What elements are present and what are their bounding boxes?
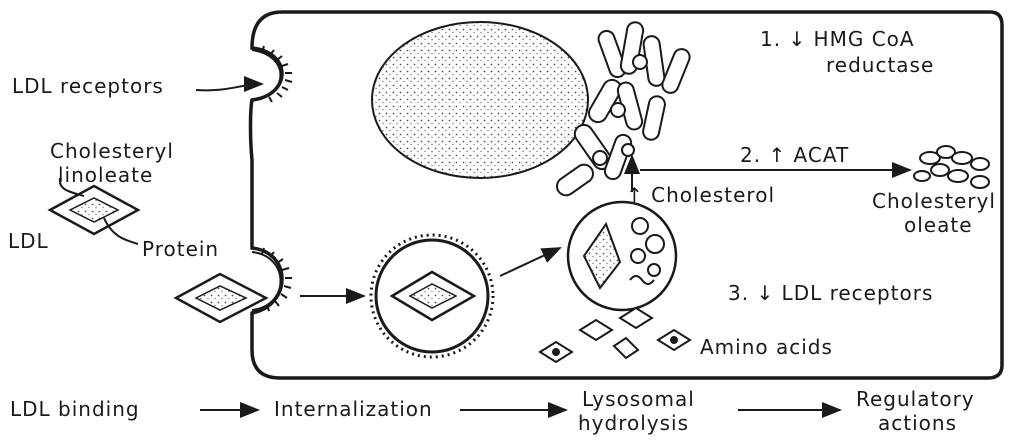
pathway-step-actions: actions [878,411,957,435]
label-cholesterol: ↑ Cholesterol [626,183,775,207]
label-ldl-receptors-down: 3. ↓ LDL receptors [728,281,933,305]
label-ldl: LDL [8,229,49,253]
pathway-step-ldl-binding: LDL binding [10,397,140,421]
label-hmg-coa-line1: 1. ↓ HMG CoA [760,27,915,51]
cholesteryl-oleate-droplets [914,146,989,188]
amino-acid-fragments [540,308,690,362]
label-acat: 2. ↑ ACAT [740,143,849,167]
label-amino-acids: Amino acids [700,335,833,359]
label-cholesteryl-linoleate-line1: Cholesteryl [50,139,174,163]
label-cholesteryl-linoleate-line2: linoleate [58,163,153,187]
pathway-step-hydrolysis: hydrolysis [578,411,689,435]
nucleus [372,22,588,178]
label-cholesteryl-oleate-line2: oleate [904,213,973,237]
pathway-step-regulatory: Regulatory [856,387,975,411]
label-ldl-receptors: LDL receptors [12,74,164,98]
label-hmg-coa-line2: reductase [826,53,934,77]
pathway-step-lysosomal: Lysosomal [582,387,695,411]
lysosome [568,202,676,310]
ldl-particle-legend [50,186,138,234]
pathway-step-internalization: Internalization [274,397,433,421]
endocytic-vesicle [371,235,493,357]
label-protein: Protein [142,237,219,261]
label-cholesteryl-oleate-line1: Cholesteryl [872,189,996,213]
